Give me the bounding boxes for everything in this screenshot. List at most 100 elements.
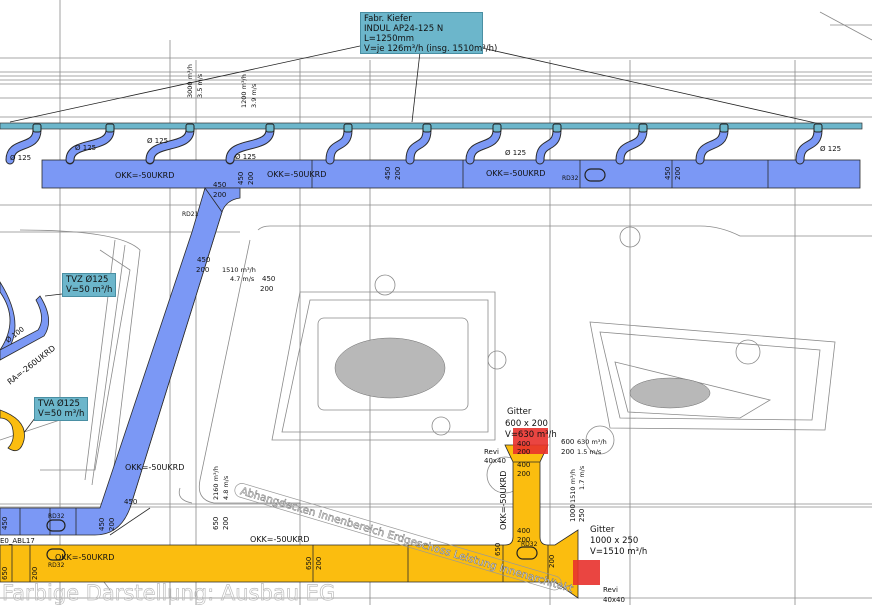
dimension: 200 [222,517,230,530]
diffuser-callout: Fabr. Kiefer INDUL AP24-125 N L=1250mm V… [360,12,497,54]
dimension: 200 [213,191,226,199]
dimension: 250 [578,509,586,522]
dimension: 450 [1,517,9,530]
damper-icon [584,168,606,182]
pipe-diameter: Ø 125 [75,144,96,152]
grille-callout: Gitter [507,407,532,417]
supply-duct[interactable] [0,159,861,536]
rd32-label: RD32 [521,541,538,548]
velocity-value: 3.9 m/s [250,83,258,108]
dimension: 200 [561,448,574,456]
diffuser-connector [32,123,42,133]
diffuser-connector [719,123,729,133]
flow-value: 3000 m³/h [186,64,194,98]
okk-label: OKK=-50UKRD [499,471,508,530]
dimension: 450 [237,172,245,185]
okk-label: OKK=-50UKRD [267,170,326,179]
dimension: 400 [517,527,530,535]
dimension: 200 [108,518,116,531]
callout-line: INDUL AP24-125 N [364,24,444,34]
abl-label: E0_ABL17 [0,537,35,545]
dimension: 200 [260,285,273,293]
dimension: 600 [561,438,574,446]
callout-line: V=50 m³/h [38,409,85,419]
velocity-value: 1.7 m/s [578,465,586,490]
dimension: 1000 [569,504,577,522]
flex-pipe [226,126,274,164]
diffuser-connector [185,123,195,133]
dimension: 450 [124,498,137,506]
exhaust-duct[interactable] [0,409,579,599]
planter-trees [334,337,711,409]
grille-callout: Gitter [590,525,615,535]
tvz-callout: TVZ Ø125 V=50 m³/h [62,273,117,297]
dimension: 200 [31,567,39,580]
grille-callout: 1000 x 250 [590,536,638,546]
diffuser-connector [105,123,115,133]
damper-icon [46,548,66,561]
damper-icons [46,168,606,561]
velocity-value: 4.8 m/s [222,475,230,500]
revi-size: 40x40 [484,457,506,465]
pipe-diameter: Ø 125 [235,153,256,161]
grille-callout: V=1510 m³/h [590,547,647,557]
dimension: 200 [315,557,323,570]
diffuser-connector [422,123,432,133]
revi-label: Revi [603,586,618,594]
callout-leaders [9,45,821,439]
callout-line: TVZ Ø125 [66,275,109,285]
callout-line: Fabr. Kiefer [364,14,412,24]
flex-pipe [616,126,647,164]
okk-label: OKK=-50UKRD [250,535,309,544]
diffuser-connector [265,123,275,133]
velocity-value: 3.5 m/s [196,73,204,98]
watermark-text: Farbige Darstellung: Ausbau EG [2,581,335,605]
dimension: 450 [213,181,226,189]
dimension: 200 [674,167,682,180]
rd32-label: RD32 [562,175,579,182]
flex-pipe [6,126,41,164]
okk-label: OKK=-50UKRD [486,169,545,178]
flow-value: 2160 m³/h [212,466,220,500]
dimension: 450 [197,256,210,264]
velocity-value: 1.5 m/s [577,448,602,456]
flex-connections [5,123,823,165]
dimension: 200 [394,167,402,180]
diffuser-connector [813,123,823,133]
flow-value: 1510 m³/h [222,266,256,274]
diffuser-connector [492,123,502,133]
flow-value: 1510 m³/h [569,469,577,503]
dimension: 400 [517,440,530,448]
flex-pipe [406,126,431,164]
dimension: 200 [548,555,556,568]
diffuser-connector [343,123,353,133]
rd32-label: RD32 [48,513,65,520]
damper-icon [516,546,538,560]
callout-line: L=1250mm [364,34,415,44]
rd32-label: RD32 [48,562,65,569]
dimension: 200 [196,266,209,274]
okk-label: OKK=-50UKRD [125,463,184,472]
grille-1000x250[interactable] [573,560,600,585]
pipe-diameter: Ø 125 [505,149,526,157]
flex-pipe [796,126,822,164]
flex-pipe [326,126,352,164]
okk-label: OKK=-50UKRD [55,553,114,562]
dimension: 450 [664,167,672,180]
pipe-diameter: Ø 125 [147,137,168,145]
grille-callout: V=630 m³/h [505,430,557,440]
callout-line: V=50 m³/h [66,285,113,295]
grille-600x200[interactable] [513,428,548,454]
dimension: 200 [517,536,530,544]
diffuser-connector [552,123,562,133]
tva-callout: TVA Ø125 V=50 m³/h [34,397,89,421]
flow-value: 630 m³/h [577,438,607,446]
diffuser-connector [638,123,648,133]
damper-icon [46,519,66,532]
dimension: 450 [262,275,275,283]
dimension: 450 [384,167,392,180]
velocity-value: 4.7 m/s [230,275,255,283]
grille-callout: 600 x 200 [505,419,548,429]
